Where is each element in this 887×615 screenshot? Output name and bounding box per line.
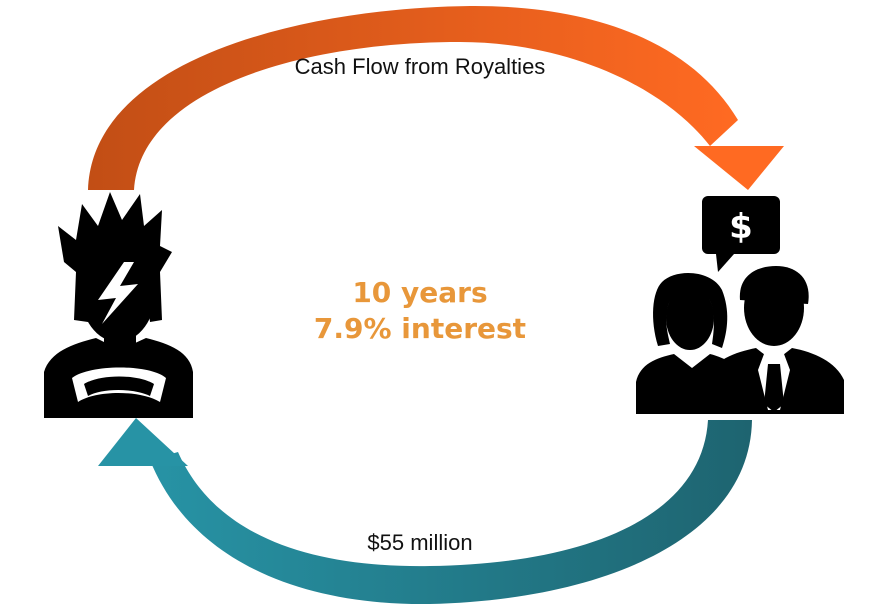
interest-rate-text: 7.9% interest (313, 312, 527, 345)
top-arrow (88, 5, 784, 191)
investors-couple-icon (636, 196, 844, 414)
lightning-face-artist-icon (44, 192, 193, 418)
dollar-sign-icon: $ (729, 207, 753, 247)
bottom-arrow-label: $55 million (367, 530, 473, 555)
bottom-arrow (98, 418, 752, 605)
bottom-arrow-head (98, 418, 188, 466)
loan-term-text: 10 years (352, 276, 488, 309)
speech-bubble-icon (702, 196, 780, 254)
top-arrow-head (694, 146, 784, 190)
bottom-arrow-body (150, 420, 752, 605)
top-arrow-label: Cash Flow from Royalties (294, 54, 546, 79)
top-arrow-body (88, 5, 738, 191)
